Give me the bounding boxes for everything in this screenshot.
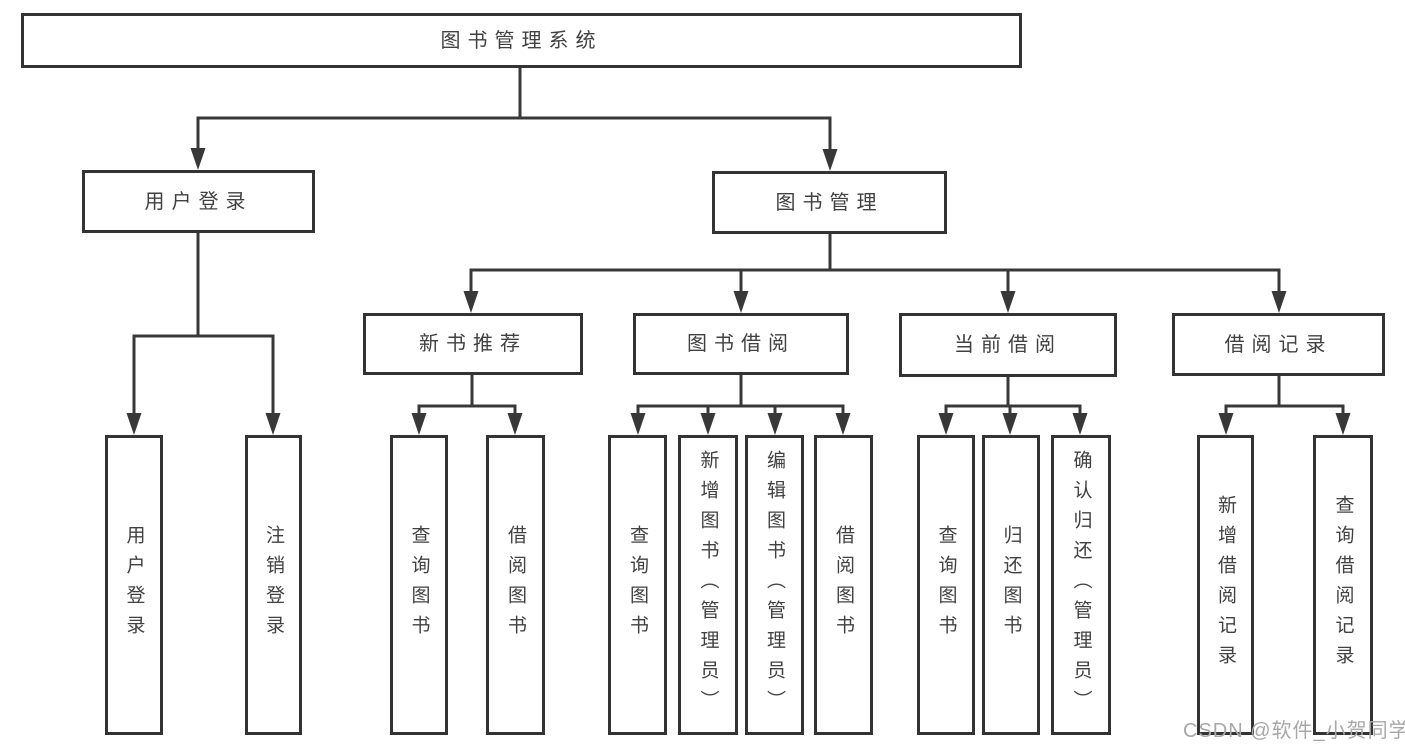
node-leaf-query-borrow-record: 查询借阅记录 bbox=[1313, 435, 1373, 735]
node-root: 图书管理系统 bbox=[21, 13, 1022, 68]
watermark: CSDN @软件_小贺同学 bbox=[1183, 720, 1405, 742]
connector-group bbox=[1218, 375, 1351, 435]
node-leaf-query-books-rec: 查询图书 bbox=[390, 435, 448, 735]
node-leaf-borrow-books: 借阅图书 bbox=[814, 435, 873, 735]
node-leaf-confirm-return-admin: 确认归还（管理员） bbox=[1051, 435, 1111, 735]
connector-group bbox=[463, 234, 1287, 313]
node-leaf-user-login: 用户登录 bbox=[105, 435, 163, 735]
node-book-management: 图书管理 bbox=[712, 171, 947, 234]
connector-group bbox=[411, 375, 523, 435]
node-current-borrowing: 当前借阅 bbox=[899, 313, 1117, 377]
connector-group bbox=[126, 233, 281, 435]
node-book-borrowing: 图书借阅 bbox=[633, 313, 849, 375]
node-leaf-logout: 注销登录 bbox=[245, 435, 302, 735]
node-leaf-query-books-bor: 查询图书 bbox=[608, 435, 667, 735]
node-leaf-borrow-books-rec: 借阅图书 bbox=[486, 435, 545, 735]
node-user-login: 用户登录 bbox=[82, 170, 315, 233]
node-borrowing-records: 借阅记录 bbox=[1172, 313, 1385, 376]
node-leaf-add-borrow-record: 新增借阅记录 bbox=[1197, 435, 1254, 735]
node-leaf-return-books: 归还图书 bbox=[982, 435, 1040, 735]
node-new-book-recommend: 新书推荐 bbox=[363, 313, 583, 375]
connector-group bbox=[190, 68, 838, 171]
node-leaf-add-books-admin: 新增图书（管理员） bbox=[678, 435, 738, 735]
node-leaf-edit-books-admin: 编辑图书（管理员） bbox=[745, 435, 804, 735]
connector-group bbox=[938, 377, 1088, 435]
connector-group bbox=[630, 375, 851, 435]
node-leaf-query-books-cur: 查询图书 bbox=[917, 435, 975, 735]
